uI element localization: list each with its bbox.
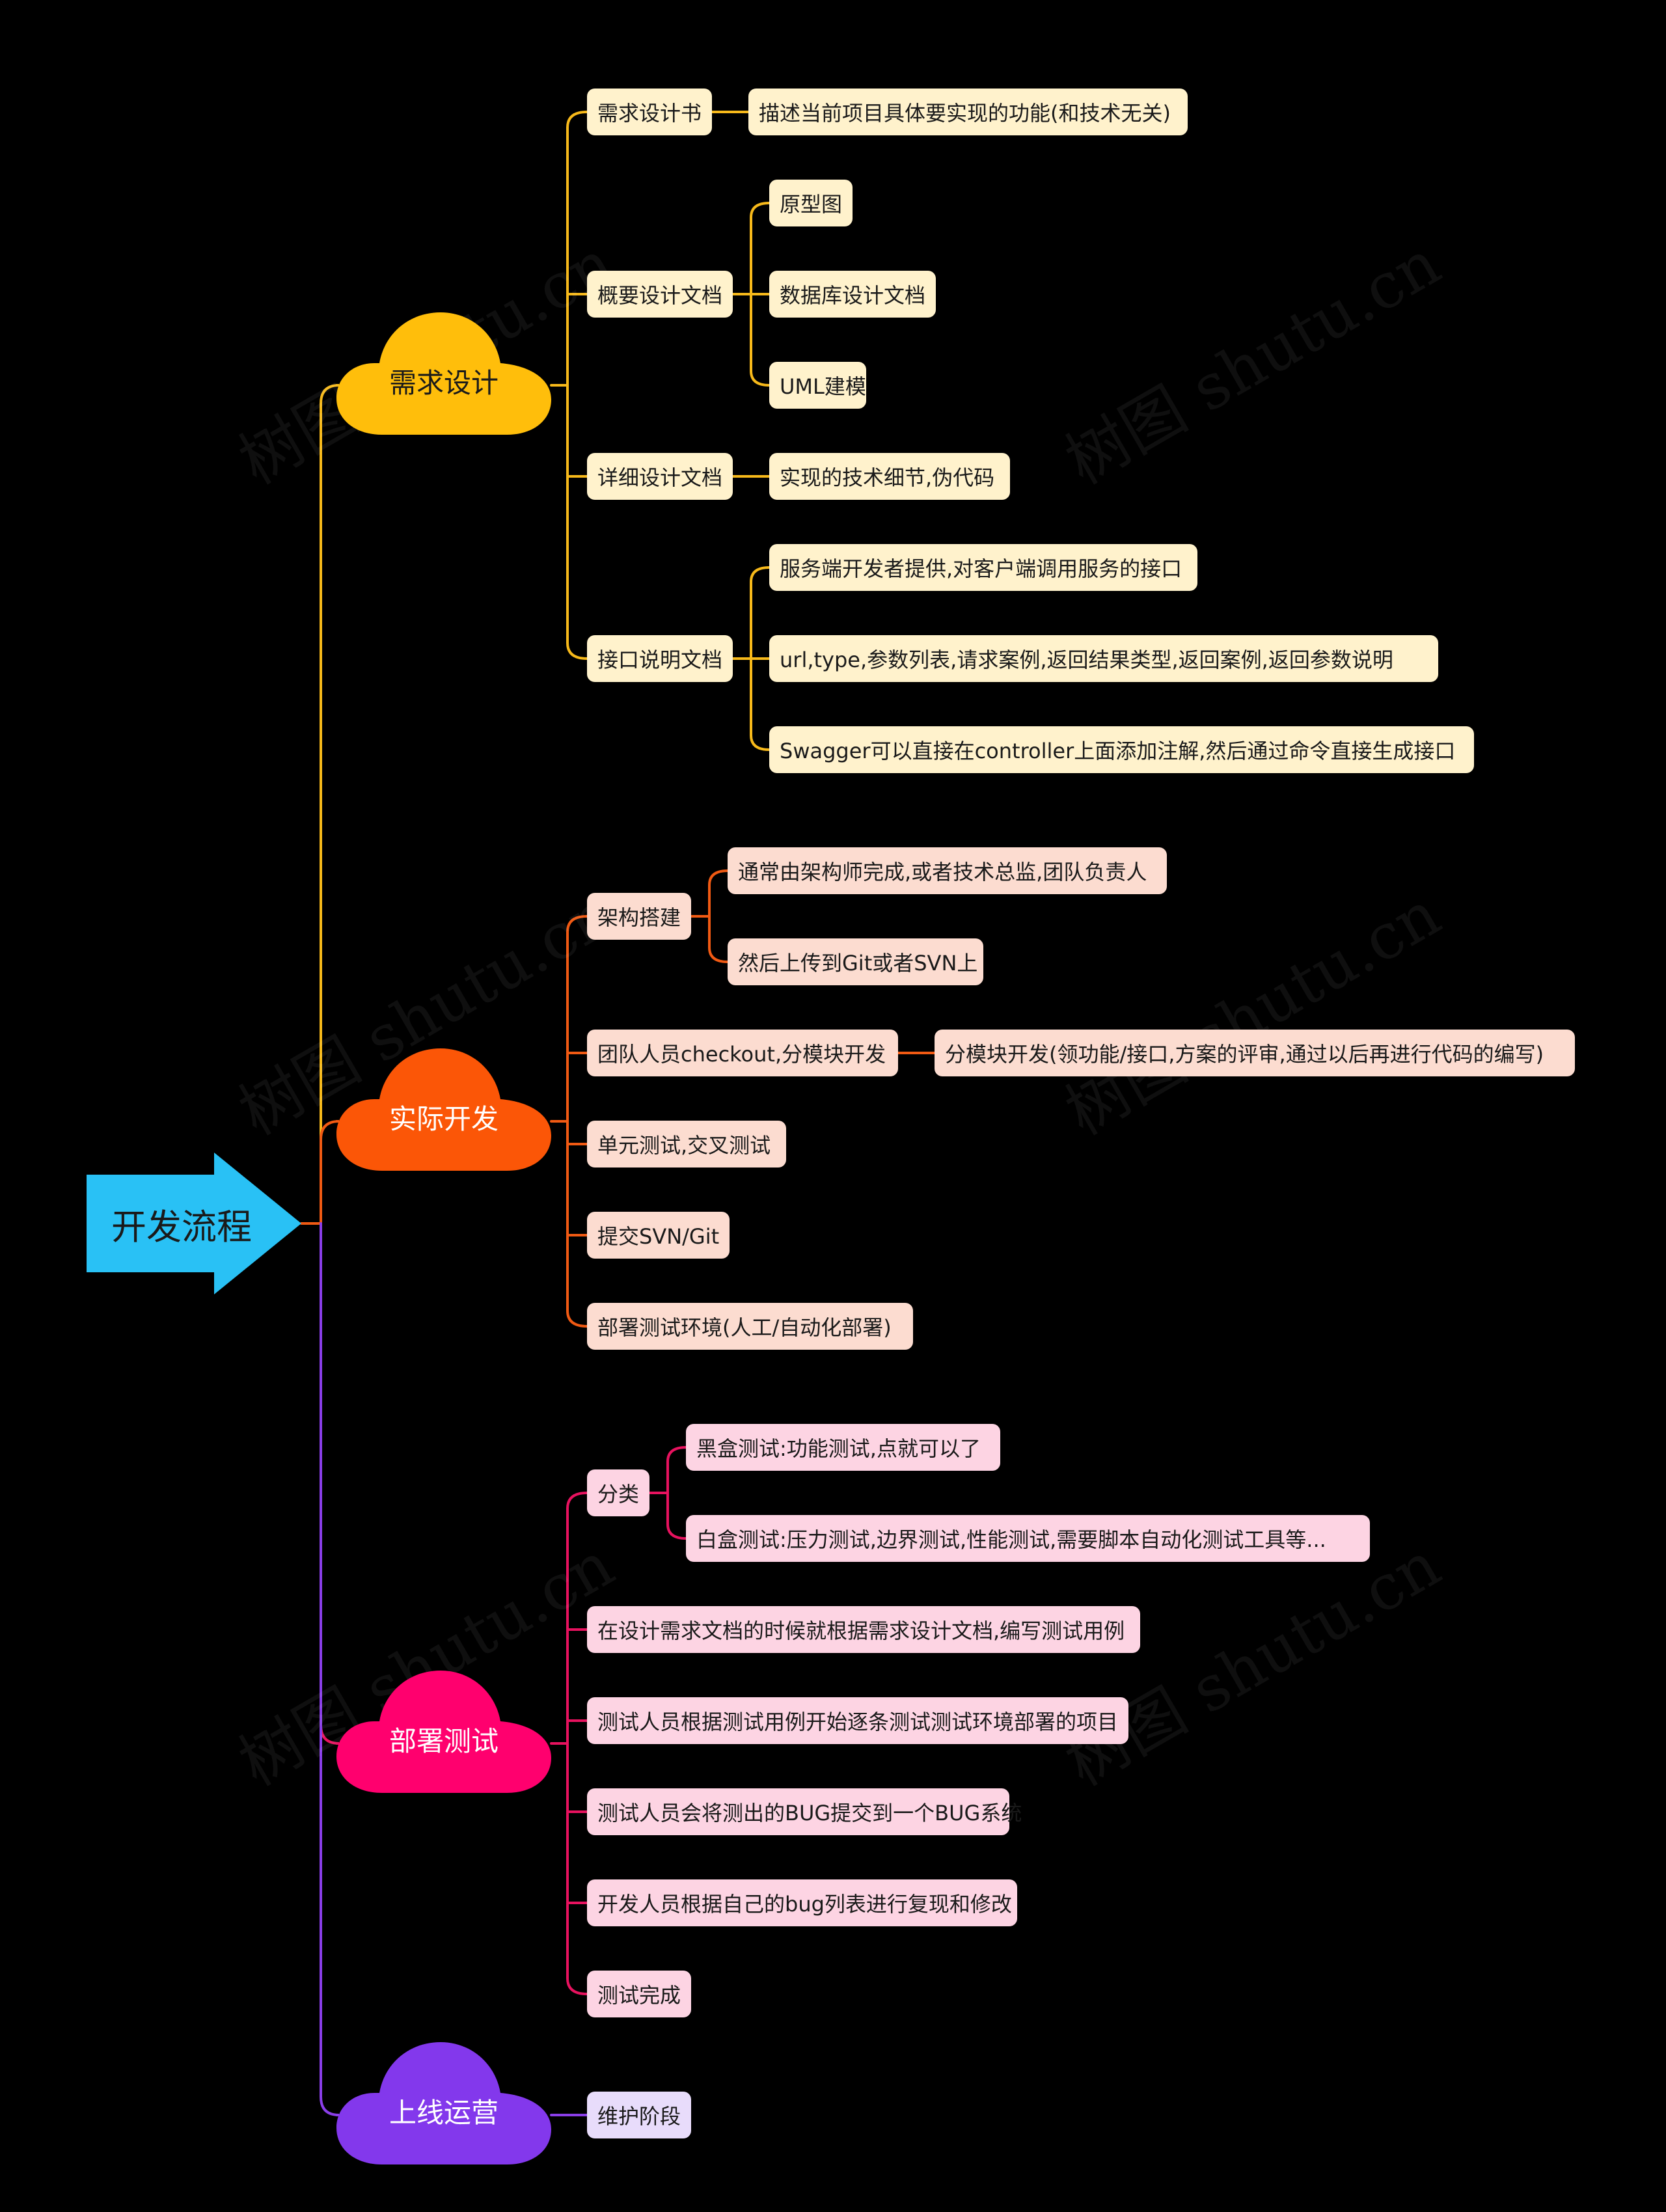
subtopic-node[interactable]: Swagger可以直接在controller上面添加注解,然后通过命令直接生成接… — [769, 726, 1474, 773]
topic-node[interactable]: 分类 — [587, 1469, 649, 1516]
connector-line — [566, 915, 588, 1328]
root-label: 开发流程 — [111, 1206, 252, 1248]
subtopic-node[interactable]: url,type,参数列表,请求案例,返回结果类型,返回案例,返回参数说明 — [769, 635, 1438, 682]
cloud-icon — [336, 312, 551, 435]
topic-node[interactable]: 测试完成 — [587, 1971, 691, 2017]
connector-line — [666, 1446, 687, 1540]
subtopic-node[interactable]: 分模块开发(领功能/接口,方案的评审,通过以后再进行代码的编写) — [935, 1030, 1575, 1076]
subtopic-node[interactable]: 通常由架构师完成,或者技术总监,团队负责人 — [728, 847, 1167, 894]
topic-node[interactable]: 需求设计书 — [587, 89, 712, 135]
topic-node[interactable]: 测试人员根据测试用例开始逐条测试测试环境部署的项目 — [587, 1697, 1128, 1744]
subtopic-node[interactable]: 服务端开发者提供,对客户端调用服务的接口 — [769, 544, 1197, 591]
branch-cloud-node[interactable]: 上线运营 — [336, 2037, 551, 2167]
topic-node[interactable]: 测试人员会将测出的BUG提交到一个BUG系统 — [587, 1788, 1022, 1835]
topic-node[interactable]: 单元测试,交叉测试 — [587, 1121, 786, 1167]
cloud-icon — [336, 1671, 551, 1793]
subtopic-node[interactable]: 白盒测试:压力测试,边界测试,性能测试,需要脚本自动化测试工具等... — [686, 1515, 1370, 1562]
topic-node[interactable]: 详细设计文档 — [587, 453, 733, 500]
topic-node[interactable]: 部署测试环境(人工/自动化部署) — [587, 1303, 913, 1350]
branch-label: 实际开发 — [389, 1102, 498, 1135]
branch-label: 部署测试 — [389, 1725, 498, 1757]
connector-line — [566, 1492, 588, 1995]
cloud-icon — [336, 2042, 551, 2164]
connector-line — [708, 869, 729, 963]
topic-node[interactable]: 维护阶段 — [587, 2092, 691, 2138]
topic-node[interactable]: 概要设计文档 — [587, 271, 733, 318]
branch-cloud-node[interactable]: 需求设计 — [336, 307, 551, 437]
root-node[interactable]: 开发流程 — [87, 1153, 301, 1294]
subtopic-node[interactable]: 描述当前项目具体要实现的功能(和技术无关) — [748, 89, 1188, 135]
connector-line — [566, 111, 588, 660]
branch-cloud-node[interactable]: 部署测试 — [336, 1665, 551, 1796]
arrow-shape — [87, 1153, 301, 1294]
subtopic-node[interactable]: 数据库设计文档 — [769, 271, 936, 318]
topic-node[interactable]: 接口说明文档 — [587, 635, 733, 682]
subtopic-node[interactable]: 然后上传到Git或者SVN上 — [728, 938, 983, 985]
topic-node[interactable]: 架构搭建 — [587, 893, 691, 940]
topic-node[interactable]: 在设计需求文档的时候就根据需求设计文档,编写测试用例 — [587, 1606, 1140, 1653]
topic-node[interactable]: 开发人员根据自己的bug列表进行复现和修改 — [587, 1879, 1017, 1926]
subtopic-node[interactable]: 原型图 — [769, 180, 853, 226]
branch-label: 需求设计 — [389, 366, 498, 399]
subtopic-node[interactable]: 实现的技术细节,伪代码 — [769, 453, 1010, 500]
branch-label: 上线运营 — [389, 2096, 498, 2129]
topic-node[interactable]: 团队人员checkout,分模块开发 — [587, 1030, 898, 1076]
cloud-icon — [336, 1048, 551, 1171]
subtopic-node[interactable]: UML建模 — [769, 362, 866, 409]
branch-cloud-node[interactable]: 实际开发 — [336, 1043, 551, 1173]
subtopic-node[interactable]: 黑盒测试:功能测试,点就可以了 — [686, 1424, 1000, 1471]
topic-node[interactable]: 提交SVN/Git — [587, 1212, 730, 1259]
